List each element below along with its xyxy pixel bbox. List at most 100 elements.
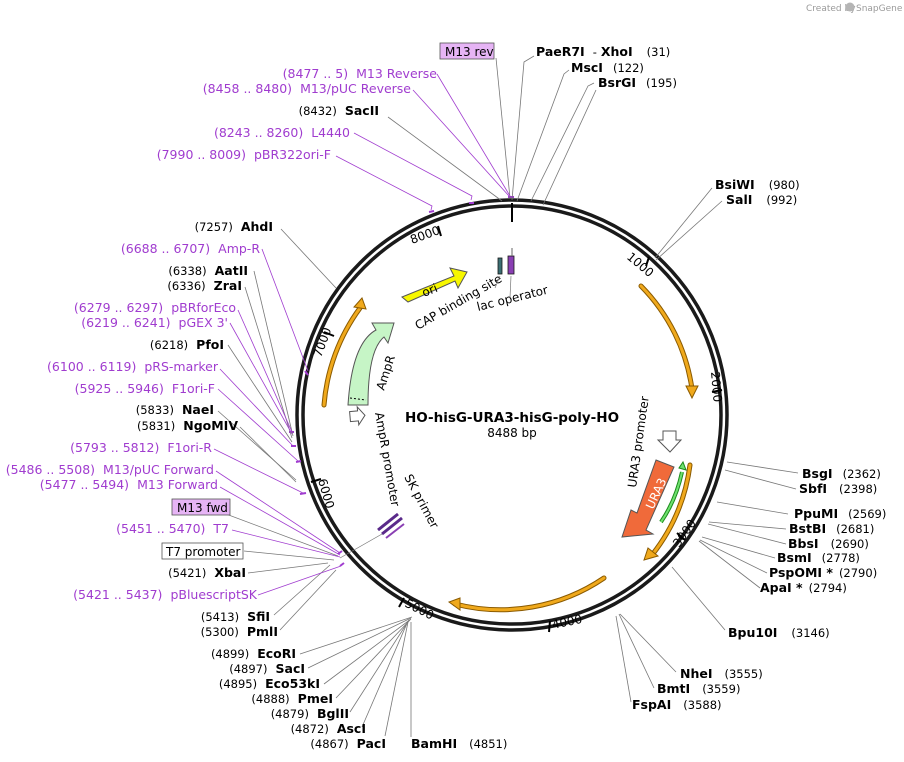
- primer-ticks: [289, 196, 514, 567]
- leader-pfoi: [227, 344, 293, 443]
- orf-arcs: [321, 283, 699, 613]
- t7-promoter-box: [161, 542, 244, 560]
- ura3-promoter-arrow: [656, 430, 683, 453]
- leader-msci: [516, 69, 570, 202]
- boxed-labels: M13 rev M13 fwd T7 promoter: [161, 42, 495, 560]
- site-apai: ApaI *(2794): [760, 580, 847, 595]
- leader-pspomi: [699, 539, 768, 574]
- leader-bglii: [349, 619, 410, 713]
- leader-prs-marker: [219, 368, 294, 447]
- site-bsiwi-pos: (980): [769, 178, 800, 192]
- site-pfoi: (6218)PfoI: [150, 337, 224, 352]
- site-bglii: (4879)BglII: [271, 706, 349, 721]
- site-paci-pos: (4867): [310, 737, 348, 751]
- site-pmli-pos: (5300): [201, 625, 239, 639]
- primer-l4440-name: L4440: [311, 125, 350, 140]
- snapgene-logo-icon: [845, 2, 855, 12]
- site-bstbi-name: BstBI: [789, 521, 826, 536]
- orf-arc-2-arrowhead: [643, 547, 660, 561]
- leader-pbrforeco: [237, 309, 293, 433]
- cap-leader: [494, 275, 501, 289]
- orf-arc-1-arrowhead: [685, 385, 699, 400]
- ampr-label: AmpR: [374, 353, 398, 391]
- site-naei-pos: (5833): [136, 403, 174, 417]
- site-sfii: (5413)SfiI: [201, 609, 270, 624]
- primer-pgex3-range: (6219 .. 6241): [81, 315, 170, 330]
- leader-m13-fwd: [209, 507, 339, 557]
- site-pspomi-pos: (2790): [839, 566, 877, 580]
- leader-apai: [698, 540, 761, 589]
- site-xbai-pos: (5421): [168, 566, 206, 580]
- site-zrai: (6336)ZraI: [167, 278, 242, 293]
- leader-saci: [307, 617, 412, 669]
- leader-bsmi: [701, 536, 776, 559]
- primer-pgex3-name: pGEX 3': [179, 315, 228, 330]
- site-pspomi-name: PspOMI *: [769, 565, 833, 580]
- leader-bmti: [618, 613, 655, 689]
- leader-pbr322ori-f: [335, 155, 433, 211]
- site-bglii-pos: (4879): [271, 707, 309, 721]
- leader-sbfi: [724, 469, 797, 490]
- site-saci: (4897)SacI: [229, 661, 305, 676]
- primer-pbr322ori-f-name: pBR322ori-F: [254, 147, 331, 162]
- site-apai-pos: (2794): [809, 581, 847, 595]
- site-sbfi-pos: (2398): [839, 482, 877, 496]
- site-msci-pos: (122): [613, 61, 644, 75]
- primer-m13-forward-range: (5477 .. 5494): [40, 477, 129, 492]
- leader-ppumi: [716, 501, 789, 515]
- primer-f1ori-r-range: (5793 .. 5812): [70, 440, 159, 455]
- leader-m13-puc-reverse: [412, 89, 510, 197]
- site-paci: (4867)PacI: [310, 736, 386, 751]
- site-bsiwi-name: BsiWI: [715, 177, 755, 192]
- primer-f1ori-r-name: F1ori-R: [167, 440, 212, 455]
- leader-eco53ki: [323, 618, 412, 685]
- site-bpu10i-pos: (3146): [791, 626, 829, 640]
- site-pfoi-name: PfoI: [196, 337, 224, 352]
- site-bsmi-pos: (2778): [822, 551, 860, 565]
- site-ppumi-name: PpuMI: [794, 506, 838, 521]
- features: ori AmpR AmpR promoter URA3 URA3 promote…: [339, 248, 687, 559]
- primer-pgex3: (6219 .. 6241) pGEX 3': [81, 315, 228, 330]
- site-paer7i-dash: -: [593, 45, 597, 59]
- sk-primer-label: SK primer: [401, 472, 441, 531]
- orf-arc-1: [639, 284, 694, 391]
- site-xbai: (5421) XbaI: [168, 565, 246, 580]
- primer-tick-pbluescriptsk: [339, 562, 345, 567]
- leader-pbluescriptsk: [257, 565, 342, 596]
- site-nhei: NheI(3555): [680, 666, 763, 681]
- site-paer7i: PaeR7I-XhoI(31): [536, 44, 670, 59]
- sk-primer-mark-c: [385, 523, 405, 539]
- site-fspai-name: FspAI: [632, 697, 671, 712]
- orf-arc-3-outline: [452, 575, 607, 613]
- primer-m13-puc-reverse-name: M13/pUC Reverse: [300, 81, 411, 96]
- site-asci-pos: (4872): [291, 722, 329, 736]
- leader-ngomiv: [239, 426, 297, 483]
- primer-pbluescriptsk-name: pBluescriptSK: [170, 587, 257, 602]
- snapgene-credit: Created by SnapGene: [806, 2, 903, 14]
- leader-pmei: [335, 619, 411, 699]
- site-bsrgi-pos: (195): [646, 76, 677, 90]
- site-bamhi-name: BamHI: [411, 736, 457, 751]
- site-bstbi: BstBI(2681): [789, 521, 874, 536]
- tick-3000: [676, 532, 686, 541]
- leader-m13-rev: [495, 57, 511, 199]
- orf-arc-4: [322, 306, 362, 407]
- primer-m13-forward: (5477 .. 5494)M13 Forward: [40, 477, 218, 492]
- ampr-feature: [347, 322, 395, 406]
- m13-rev-label: M13 rev: [445, 45, 494, 59]
- ampr-start-mark: [349, 397, 367, 401]
- leader-t7: [231, 529, 341, 558]
- tick-8000: [437, 225, 442, 237]
- site-eco53ki: (4895)Eco53kI: [219, 676, 320, 691]
- site-bsmi-name: BsmI: [777, 550, 812, 565]
- leader-bbsi: [707, 523, 787, 545]
- m13-rev-box: [439, 42, 495, 60]
- restriction-sites-left: (8432)SacII (7257)AhdI (6338)AatII (6336…: [136, 103, 508, 751]
- primer-amp-r: (6688 .. 6707)Amp-R: [121, 241, 260, 256]
- ori-label: ori: [420, 281, 440, 300]
- leader-sali: [655, 200, 723, 261]
- site-xbai-name: XbaI: [214, 565, 246, 580]
- site-bpu10i: Bpu10I(3146): [728, 625, 830, 640]
- m13-fwd-label: M13 fwd: [177, 501, 228, 515]
- leader-bsrgi: [530, 82, 595, 202]
